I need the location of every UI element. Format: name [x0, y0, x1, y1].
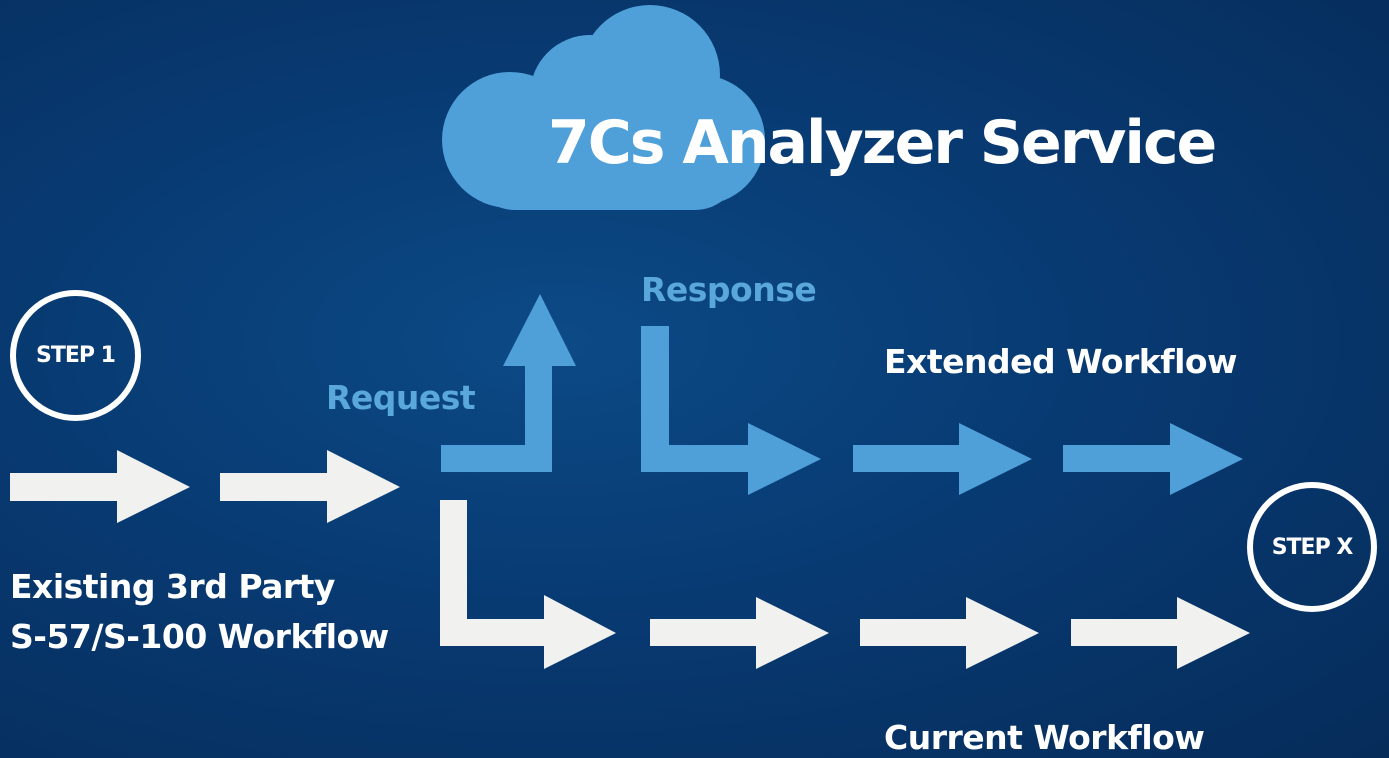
white-arrow-1	[10, 450, 190, 523]
existing-workflow-label: Existing 3rd Party S-57/S-100 Workflow	[10, 562, 389, 662]
existing-label-line1: Existing 3rd Party	[10, 567, 335, 606]
blue-arrow-1	[853, 423, 1032, 495]
cloud-icon	[442, 5, 765, 210]
extended-workflow-label: Extended Workflow	[884, 342, 1238, 381]
step-1-badge: STEP 1	[10, 290, 141, 421]
white-arrow-3	[650, 597, 829, 669]
blue-arrow-2	[1063, 423, 1243, 495]
white-arrow-2	[220, 450, 400, 523]
response-label: Response	[641, 270, 817, 309]
current-flow-arrows	[10, 450, 1250, 669]
step-x-badge: STEP X	[1247, 482, 1377, 612]
service-title: 7Cs Analyzer Service	[548, 108, 1217, 178]
request-up-arrow	[441, 294, 576, 472]
white-elbow-arrow	[440, 500, 616, 669]
step-1-text: STEP 1	[36, 343, 116, 368]
extended-flow-arrows	[441, 294, 1243, 495]
request-label: Request	[326, 378, 476, 417]
step-x-text: STEP X	[1271, 534, 1354, 560]
white-arrow-5	[1071, 597, 1250, 669]
current-workflow-label: Current Workflow	[884, 718, 1205, 757]
white-arrow-4	[860, 597, 1039, 669]
existing-label-line2: S-57/S-100 Workflow	[10, 617, 389, 656]
response-elbow-arrow	[641, 326, 821, 495]
